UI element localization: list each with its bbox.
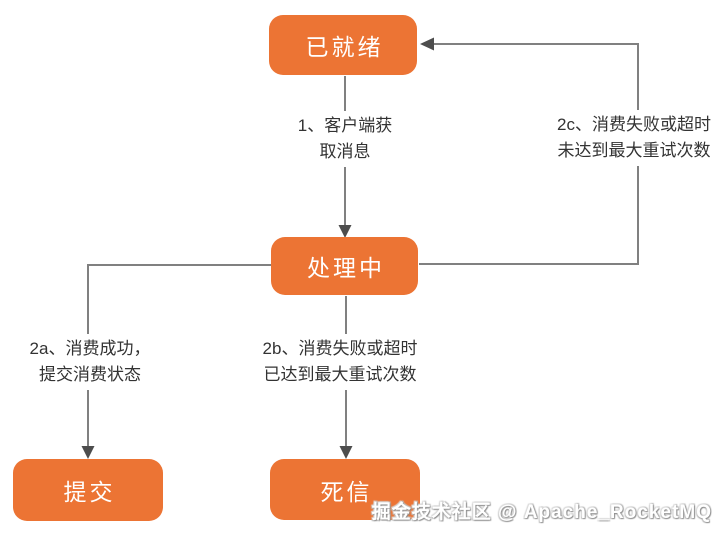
edge-label-fetch-line1: 1、客户端获 (297, 116, 393, 135)
node-dead-letter-label: 死信 (320, 478, 373, 505)
node-commit-label: 提交 (63, 479, 116, 505)
edge-label-fail-retry-line1: 2c、消费失败或超时 (557, 115, 711, 134)
watermark: 掘金技术社区 @ Apache_RocketMQ (371, 502, 712, 523)
arrowhead-left-icon (420, 37, 434, 51)
arrowhead-down-icon (81, 446, 95, 459)
node-ready: 已就绪 (269, 15, 417, 75)
node-ready-label: 已就绪 (305, 34, 384, 60)
node-commit: 提交 (13, 459, 163, 521)
edge-label-fail-max-retries: 2b、消费失败或超时 已达到最大重试次数 (255, 334, 425, 390)
node-dead-letter: 死信 (270, 459, 420, 520)
edge-label-consume-success-line1: 2a、消费成功， (29, 339, 151, 358)
node-processing-label: 处理中 (307, 255, 385, 281)
edge-label-fail-max-retries-line2: 已达到最大重试次数 (263, 365, 417, 384)
edge-label-fetch-line2: 取消息 (319, 142, 371, 161)
edge-label-fail-max-retries-line1: 2b、消费失败或超时 (262, 339, 418, 358)
node-processing: 处理中 (271, 237, 418, 295)
arrowhead-down-icon (339, 446, 353, 459)
edge-label-fail-retry: 2c、消费失败或超时 未达到最大重试次数 (550, 110, 718, 166)
edge-label-consume-success: 2a、消费成功， 提交消费状态 (10, 334, 170, 390)
arrowhead-down-icon (338, 225, 352, 238)
edge-label-consume-success-line2: 提交消费状态 (39, 365, 141, 384)
edge-label-fetch: 1、客户端获 取消息 (263, 111, 427, 167)
edge-label-fail-retry-line2: 未达到最大重试次数 (557, 141, 711, 160)
